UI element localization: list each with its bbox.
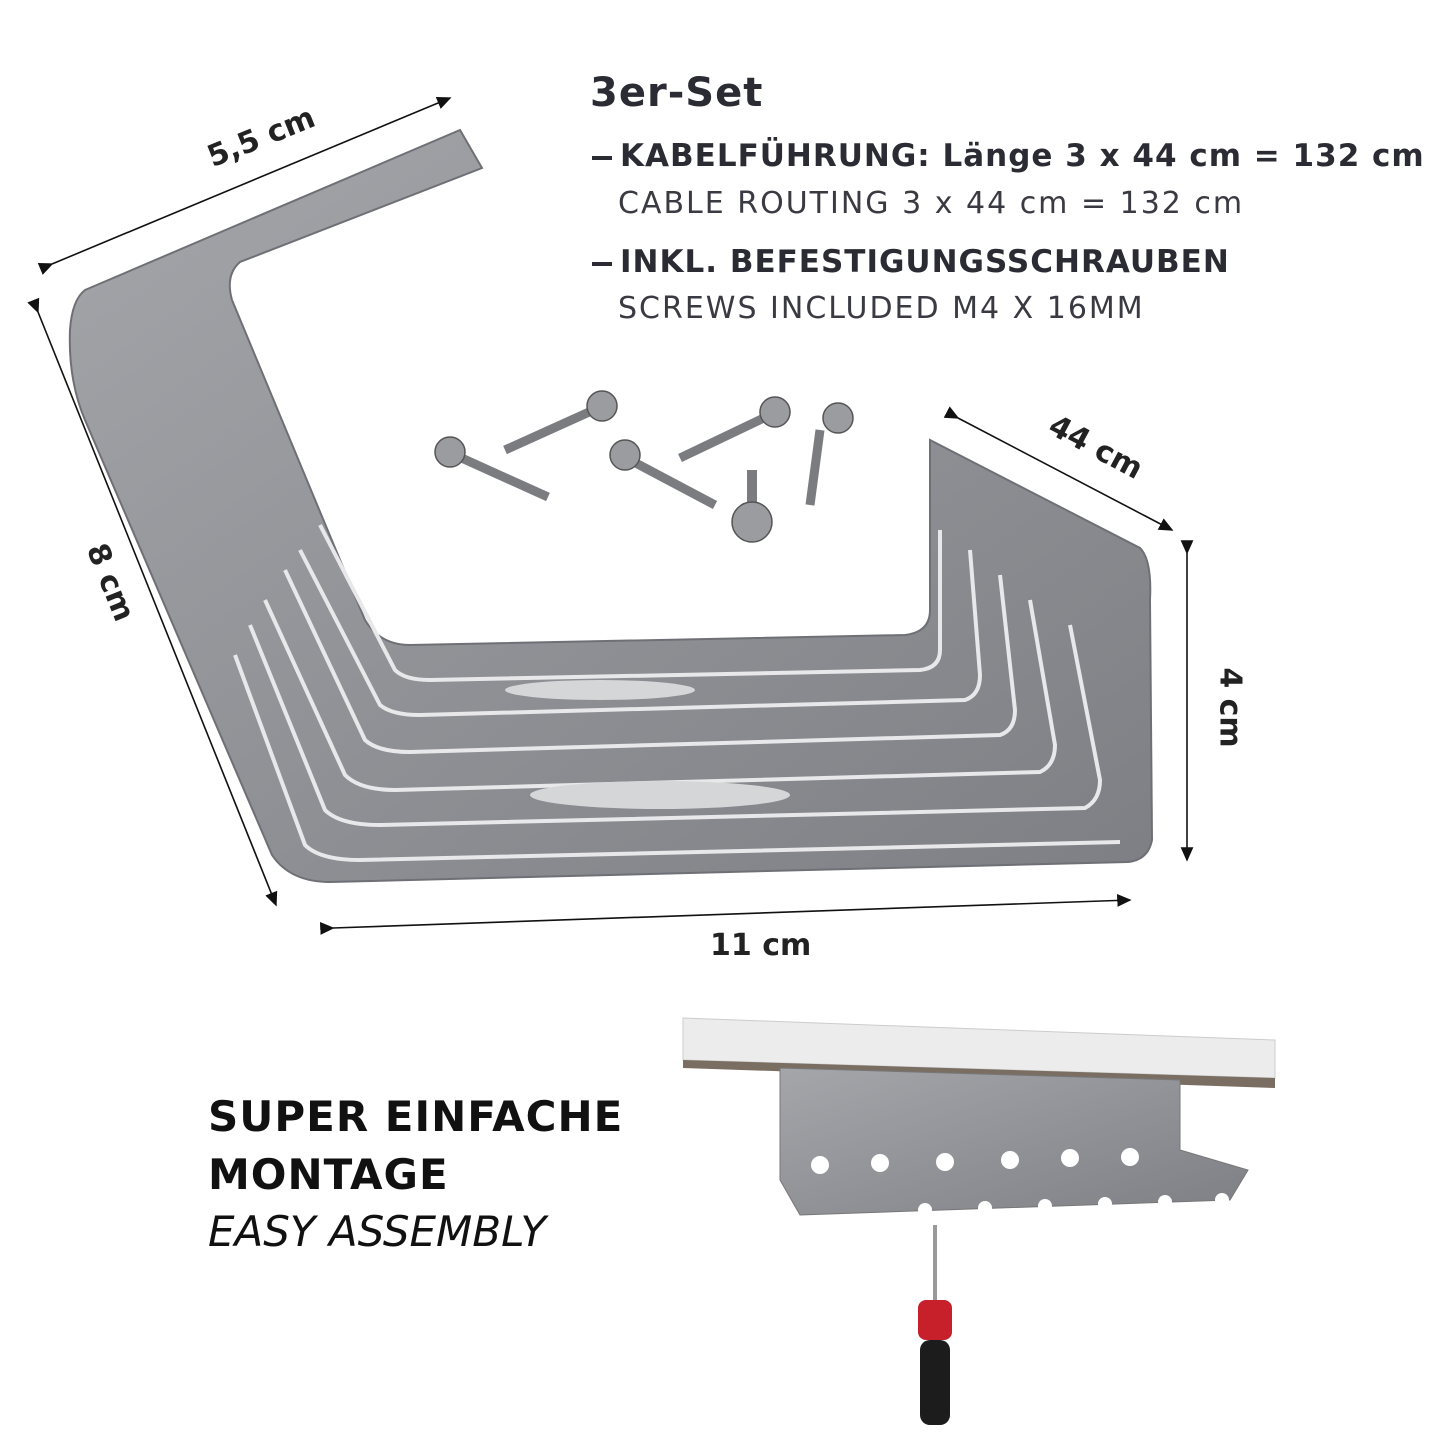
assembly-line-3: EASY ASSEMBLY (208, 1207, 547, 1256)
dimension-bottom: 11 cm (710, 928, 812, 963)
dash-icon (592, 261, 612, 266)
dimension-lines (27, 97, 1194, 935)
feature-title: INKL. BEFESTIGUNGSSCHRAUBEN (592, 244, 1230, 280)
feature-subtitle: SCREWS INCLUDED M4 X 16MM (618, 291, 1145, 326)
assembly-illustration (682, 1017, 1276, 1425)
cable-tray-bracket (68, 128, 1154, 884)
dimension-height: 4 cm (1212, 667, 1248, 748)
feature-subtitle: CABLE ROUTING 3 x 44 cm = 132 cm (618, 186, 1245, 221)
dash-icon (592, 155, 612, 160)
assembly-line-1: SUPER EINFACHE (208, 1092, 624, 1141)
feature-title-text: INKL. BEFESTIGUNGSSCHRAUBEN (620, 244, 1230, 280)
set-heading: 3er-Set (590, 70, 764, 116)
assembly-line-2: MONTAGE (208, 1150, 449, 1199)
screws (434, 390, 854, 543)
feature-title-text: KABELFÜHRUNG: Länge 3 x 44 cm = 132 cm (620, 138, 1425, 174)
feature-title: KABELFÜHRUNG: Länge 3 x 44 cm = 132 cm (592, 138, 1425, 174)
